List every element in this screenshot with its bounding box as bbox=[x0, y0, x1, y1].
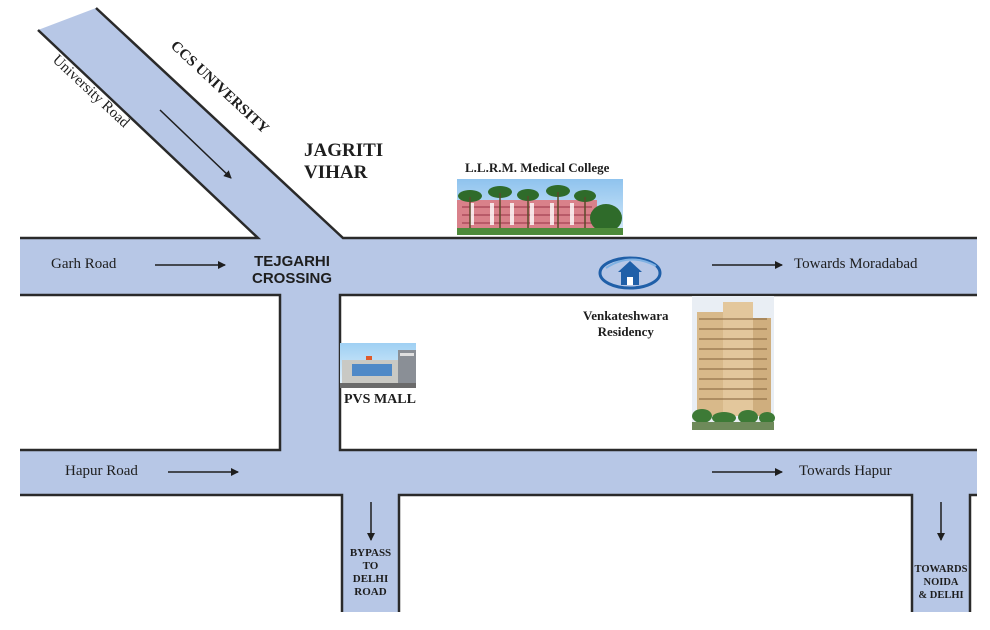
road-fill bbox=[20, 8, 977, 612]
arrow-diagonal-icon bbox=[159, 109, 232, 179]
venkateshwara-residency-label: Venkateshwara Residency bbox=[583, 308, 669, 339]
medical-college-label: L.L.R.M. Medical College bbox=[465, 160, 610, 175]
garh-road-label: Garh Road bbox=[51, 256, 117, 272]
bypass-to-delhi-road-label: BYPASS TO DELHI ROAD bbox=[349, 547, 392, 598]
tejgarhi-crossing-label: TEJGARHI CROSSING bbox=[252, 253, 333, 287]
jagriti-vihar-label: JAGRITI VIHAR bbox=[304, 140, 384, 183]
road-edges bbox=[20, 7, 977, 612]
pvs-mall-label: PVS MALL bbox=[344, 392, 416, 407]
residency-tower-photo bbox=[692, 296, 775, 430]
medical-college-photo bbox=[457, 179, 623, 235]
house-globe-logo-icon bbox=[598, 256, 662, 290]
towards-moradabad-label: Towards Moradabad bbox=[794, 256, 918, 272]
towards-hapur-label: Towards Hapur bbox=[799, 463, 892, 479]
hapur-road-label: Hapur Road bbox=[65, 463, 138, 479]
pvs-mall-photo bbox=[340, 343, 416, 388]
towards-noida-delhi-label: TOWARDS NOIDA & DELHI bbox=[914, 564, 968, 601]
